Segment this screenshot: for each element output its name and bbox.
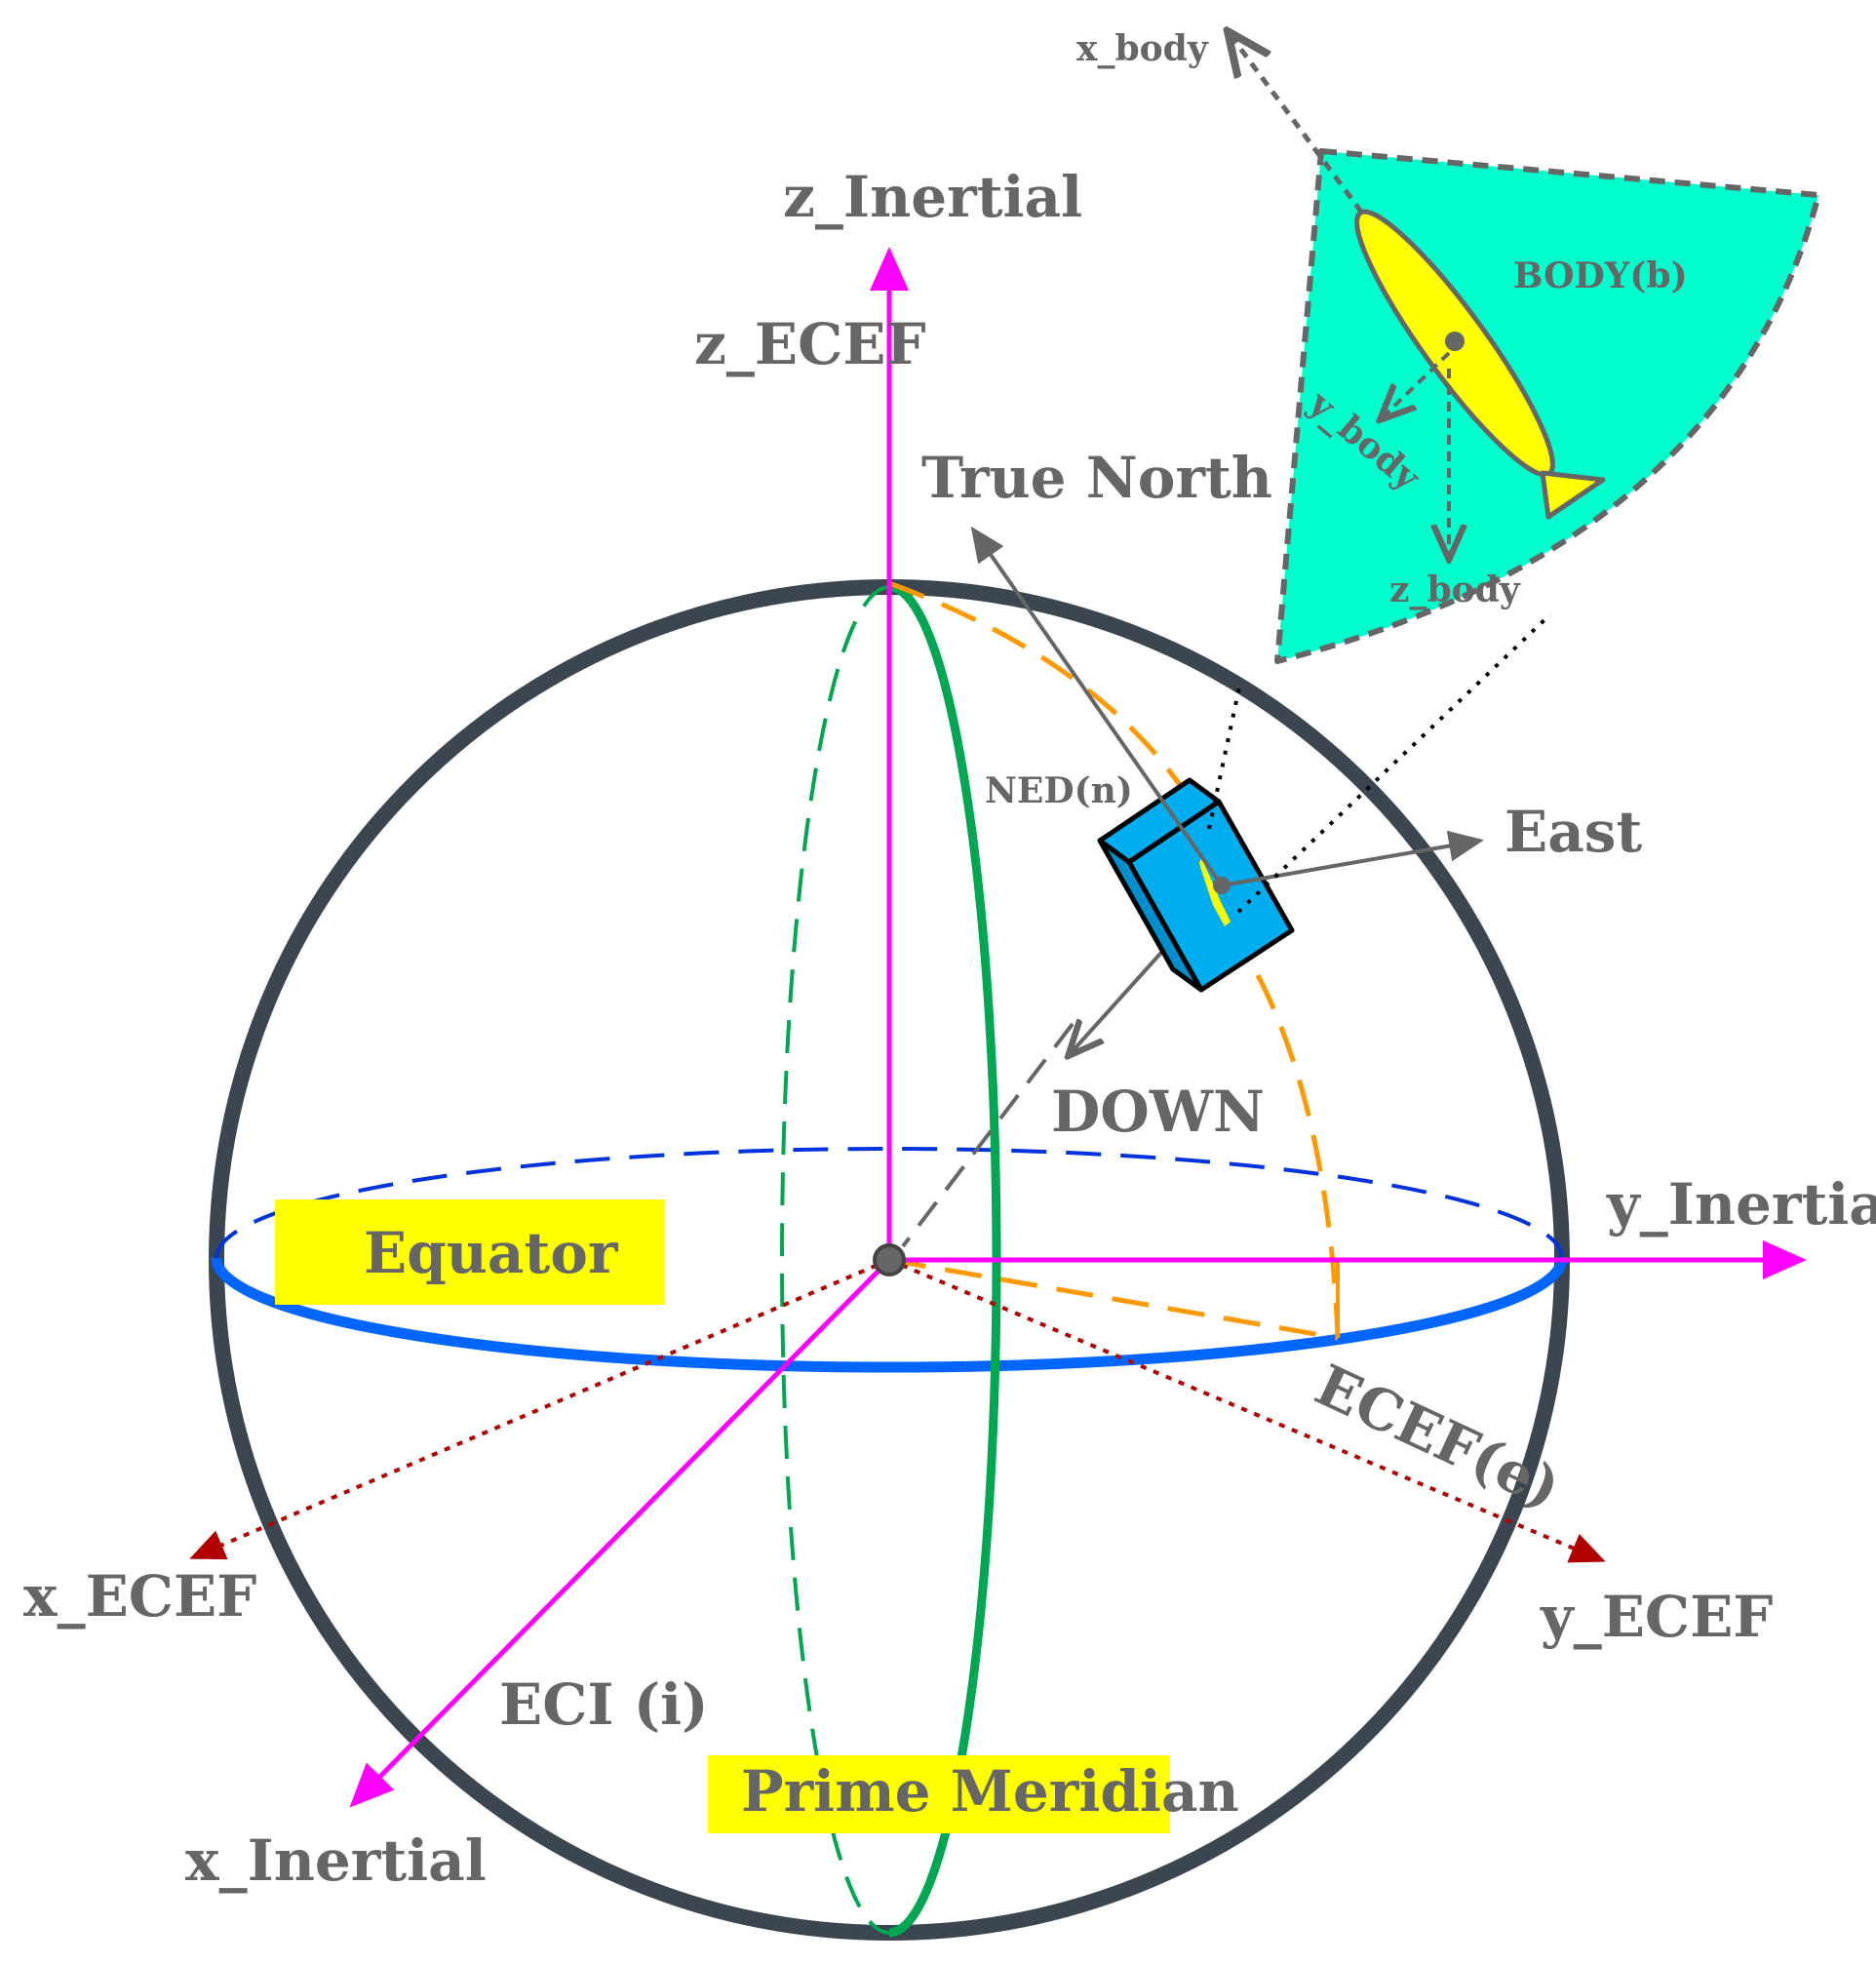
longitude-arc [1255, 973, 1341, 1337]
earth-center-point [873, 1243, 906, 1277]
aircraft-icon [1354, 209, 1606, 520]
meridian-to-equator-line [888, 1257, 1339, 1341]
equator-label: Equator [364, 1220, 619, 1286]
y-inertial-label: y_Inertial [1606, 1171, 1876, 1237]
x-inertial-axis [349, 1258, 891, 1808]
east-label: East [1505, 799, 1642, 865]
down-axis-dashed [901, 1022, 1075, 1248]
true-north-label: True North [921, 445, 1272, 511]
down-label: DOWN [1051, 1079, 1265, 1145]
prime-meridian-back [780, 585, 890, 1935]
z-body-label: z_body [1389, 570, 1521, 610]
equator-front [211, 1257, 1568, 1373]
prime-meridian-label-box [708, 1755, 1170, 1833]
x-ecef-axis [189, 1258, 890, 1560]
x-inertial-label: x_Inertial [185, 1827, 487, 1894]
ned-box [1097, 777, 1295, 993]
prime-meridian-label: Prime Meridian [741, 1758, 1239, 1825]
y-ecef-axis [888, 1258, 1606, 1563]
equator-back [215, 1147, 1564, 1259]
x-ecef-label: x_ECEF [23, 1563, 256, 1630]
equator-label-box [275, 1199, 665, 1305]
east-axis [1221, 830, 1484, 887]
projection-line-2 [1236, 612, 1552, 914]
z-ecef-label: z_ECEF [694, 311, 926, 377]
y-ecef-label: y_ECEF [1540, 1584, 1773, 1650]
eci-label: ECI (i) [499, 1671, 709, 1738]
ned-label: NED(n) [985, 770, 1133, 811]
x-body-label: x_body [1076, 28, 1209, 69]
z-inertial-label: z_Inertial [783, 164, 1082, 230]
true-north-axis [970, 526, 1224, 887]
ned-origin-point [1213, 877, 1231, 894]
body-frame-label: BODY(b) [1513, 255, 1688, 296]
